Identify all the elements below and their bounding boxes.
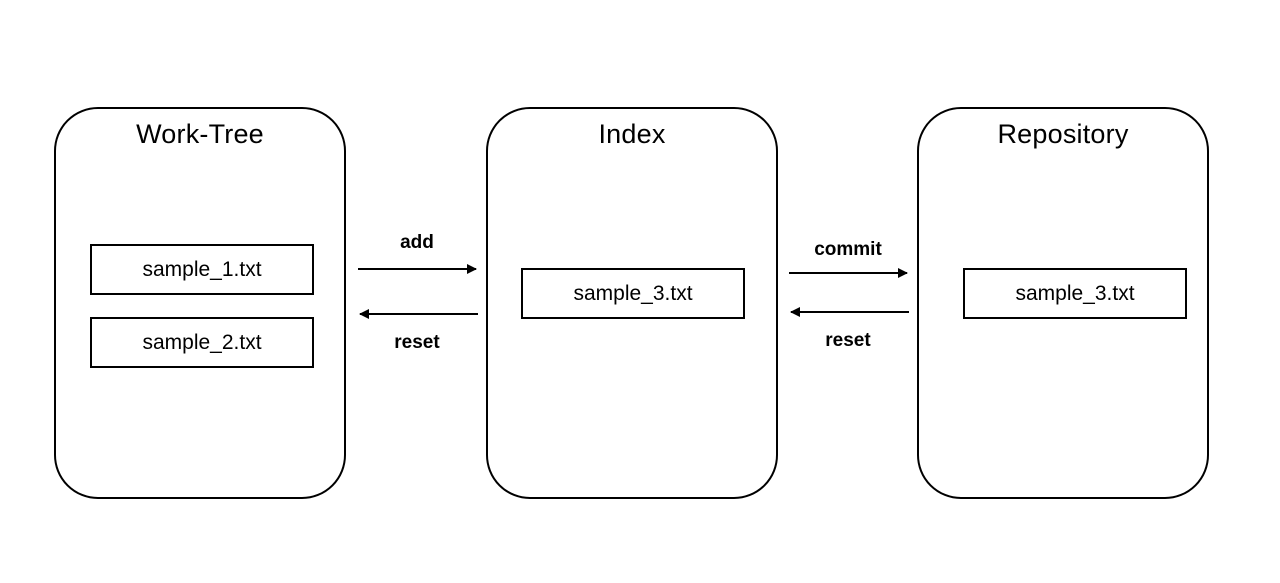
reset-index-label: reset xyxy=(825,330,871,351)
index-area: Index xyxy=(486,107,778,499)
repository-title: Repository xyxy=(997,119,1129,149)
index-title: Index xyxy=(598,119,666,149)
index-file-sample-3: sample_3.txt xyxy=(521,268,745,319)
commit-label: commit xyxy=(814,239,882,260)
reset-worktree-label: reset xyxy=(394,332,440,353)
worktree-file-sample-2: sample_2.txt xyxy=(90,317,314,368)
worktree-file-sample-1: sample_1.txt xyxy=(90,244,314,295)
work-tree-area: Work-Tree xyxy=(54,107,346,499)
repository-area: Repository xyxy=(917,107,1209,499)
add-label: add xyxy=(400,232,434,253)
repository-file-sample-3: sample_3.txt xyxy=(963,268,1187,319)
work-tree-title: Work-Tree xyxy=(136,119,264,149)
